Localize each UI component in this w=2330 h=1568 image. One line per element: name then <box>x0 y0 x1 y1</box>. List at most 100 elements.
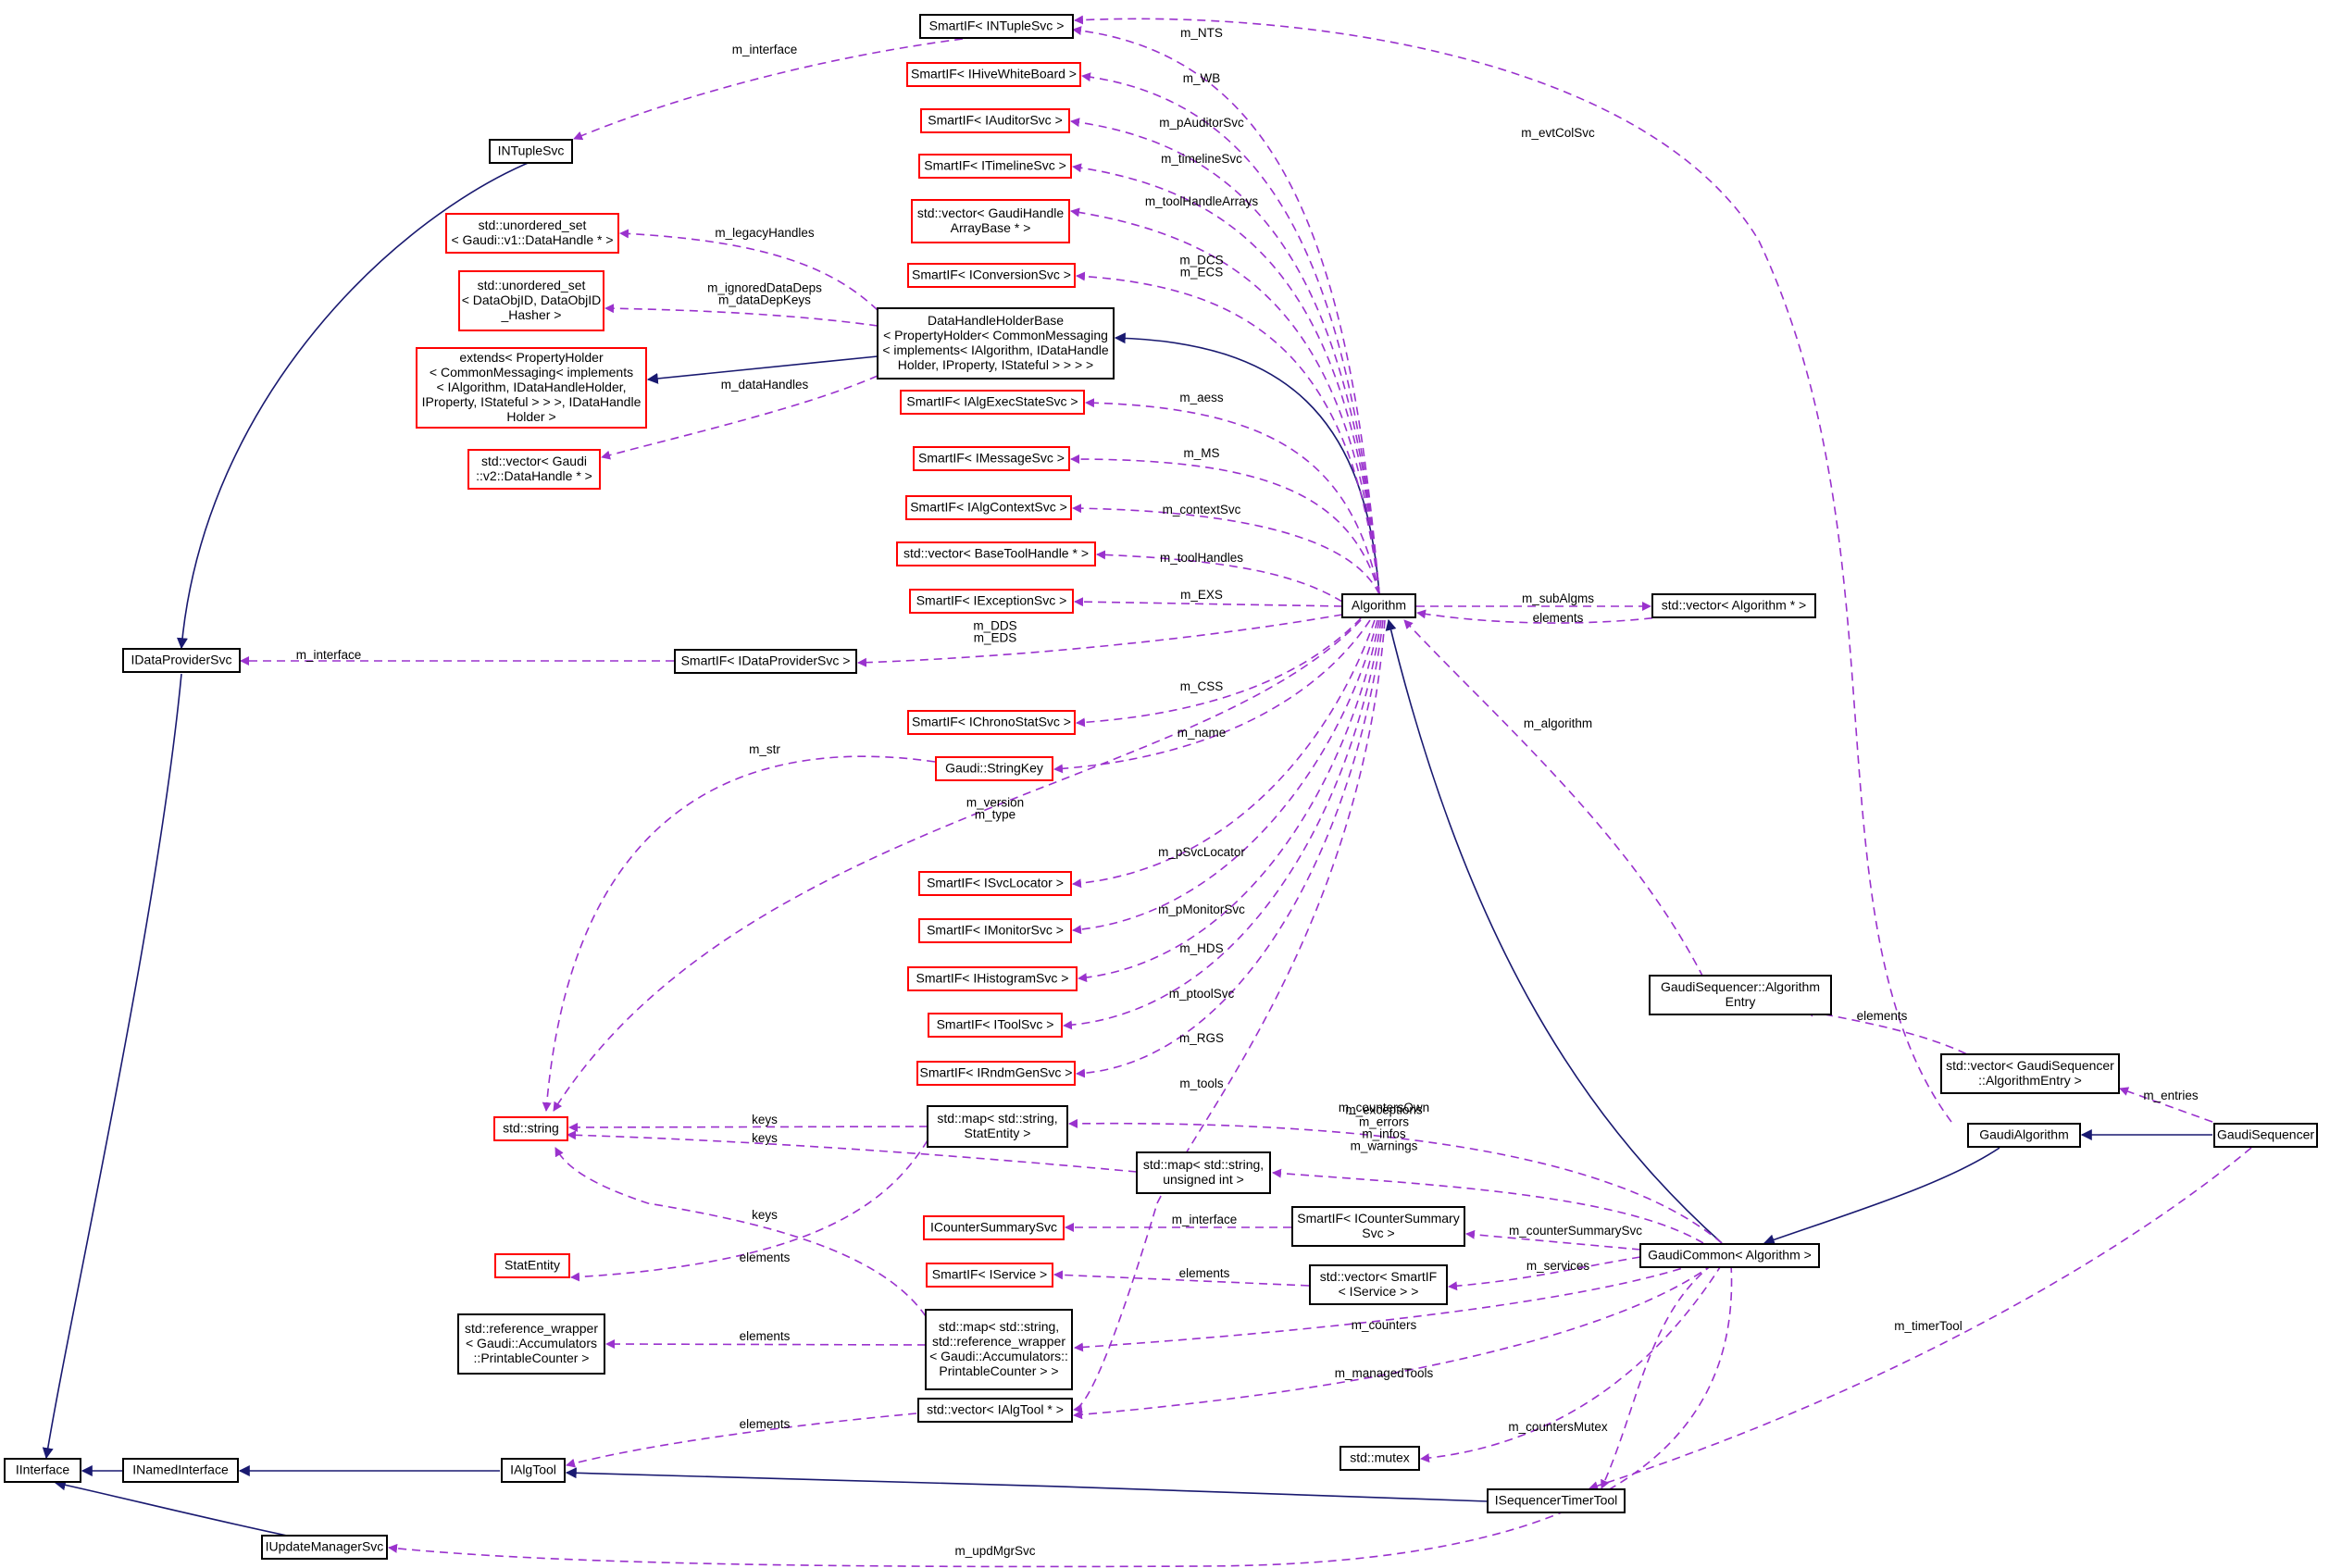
class-node-smartif-irndmgensvc[interactable]: SmartIF< IRndmGenSvc > <box>916 1061 1076 1086</box>
edge-label-line: m_dataDepKeys <box>718 293 811 307</box>
node-box <box>674 649 857 674</box>
class-node-smartif-ichronostatsvc[interactable]: SmartIF< IChronoStatSvc > <box>907 710 1076 735</box>
class-node-idataprovidersvc[interactable]: IDataProviderSvc <box>122 648 241 673</box>
class-node-map-statentity[interactable]: std::map< std::string,StatEntity > <box>927 1105 1068 1148</box>
class-node-gaudialgorithm[interactable]: GaudiAlgorithm <box>1967 1123 2081 1148</box>
edge-use-algorithm-toolhandlearrays <box>1070 207 1380 595</box>
edge-label-line: m_evtColSvc <box>1521 126 1595 140</box>
edge-label-m-nts: m_NTS <box>1180 26 1223 40</box>
class-node-map-reference-wrapper[interactable]: std::map< std::string,std::reference_wra… <box>925 1309 1073 1390</box>
class-node-smartif-isvclocator[interactable]: SmartIF< ISvcLocator > <box>918 871 1072 896</box>
edge-label-line: m_timelineSvc <box>1161 152 1242 166</box>
edge-label-line: elements <box>740 1251 791 1264</box>
edge-label-line: m_infos <box>1362 1127 1406 1141</box>
class-node-std-mutex[interactable]: std::mutex <box>1339 1446 1420 1471</box>
edge-label-m-pmonitorsvc: m_pMonitorSvc <box>1158 902 1245 916</box>
edge-label-line: m_counters <box>1352 1318 1417 1332</box>
node-box <box>877 307 1115 380</box>
class-node-smartif-ialgexecstatesvc[interactable]: SmartIF< IAlgExecStateSvc > <box>900 390 1085 415</box>
edge-label-m-toolhandlearrays: m_toolHandleArrays <box>1145 194 1259 208</box>
edge-label-elements-subalgms: elements <box>1533 611 1584 625</box>
node-label-line: std::mutex <box>1350 1450 1410 1465</box>
edge-label-line: m_str <box>749 742 780 756</box>
edge-label-elements-iservice: elements <box>1179 1266 1230 1280</box>
class-node-smartif-imonitorsvc[interactable]: SmartIF< IMonitorSvc > <box>918 918 1072 943</box>
node-box <box>906 62 1081 87</box>
class-node-std-string[interactable]: std::string <box>493 1116 568 1141</box>
class-node-smartif-itimelinesvc[interactable]: SmartIF< ITimelineSvc > <box>918 154 1072 179</box>
class-node-smartif-iconversionsvc[interactable]: SmartIF< IConversionSvc > <box>907 263 1076 288</box>
class-node-unordered-set-dataobjid[interactable]: std::unordered_set< DataObjID, DataObjID… <box>458 270 604 331</box>
class-node-ialgtool[interactable]: IAlgTool <box>501 1458 566 1483</box>
edge-label-m-tools: m_tools <box>1179 1076 1224 1090</box>
edge-use-algorithm-imessagesvc <box>1070 454 1380 595</box>
edge-label-line: keys <box>752 1131 778 1145</box>
class-node-vector-smartif-iservice[interactable]: std::vector< SmartIF< IService > > <box>1309 1264 1448 1305</box>
class-node-gaudisequencer[interactable]: GaudiSequencer <box>2213 1123 2318 1148</box>
node-label-line: Holder > <box>506 409 555 424</box>
class-node-vector-basetoolhandle[interactable]: std::vector< BaseToolHandle * > <box>896 541 1096 566</box>
edge-label-line: m_entries <box>2143 1089 2199 1102</box>
node-box <box>916 1061 1076 1086</box>
class-node-smartif-intuplesvc[interactable]: SmartIF< INTupleSvc > <box>919 14 1074 39</box>
node-label-line: < DataObjID, DataObjID <box>462 292 602 307</box>
class-node-smartif-itoolsvc[interactable]: SmartIF< IToolSvc > <box>928 1013 1063 1038</box>
class-node-intuplesvc[interactable]: INTupleSvc <box>489 139 573 164</box>
class-node-smartif-ihivewhiteboard[interactable]: SmartIF< IHiveWhiteBoard > <box>906 62 1081 87</box>
class-node-algorithm[interactable]: Algorithm <box>1341 593 1416 618</box>
class-node-gaudi-stringkey[interactable]: Gaudi::StringKey <box>935 756 1053 781</box>
node-label-line: IProperty, IStateful > > >, IDataHandle <box>422 394 642 409</box>
edge-label-line: elements <box>1533 611 1584 625</box>
node-label-line: GaudiSequencer <box>2217 1127 2314 1142</box>
edge-label-line: m_DDS <box>973 619 1016 633</box>
class-node-map-unsigned-int[interactable]: std::map< std::string,unsigned int > <box>1136 1151 1271 1194</box>
edge-label-m-evtcolsvc: m_evtColSvc <box>1521 126 1595 140</box>
class-node-icountersummarysvc[interactable]: ICounterSummarySvc <box>923 1215 1065 1240</box>
class-node-isequencertimertool[interactable]: ISequencerTimerTool <box>1487 1488 1626 1513</box>
edge-label-keys-reference: keys <box>752 1208 778 1222</box>
edge-use-algorithm-ichronostatsvc <box>1076 617 1362 728</box>
edges <box>42 15 2252 1568</box>
class-node-unordered-set-datahandle[interactable]: std::unordered_set< Gaudi::v1::DataHandl… <box>445 213 619 254</box>
edge-label-line: m_toolHandles <box>1160 551 1243 565</box>
node-label-line: std::vector< Algorithm * > <box>1662 598 1806 613</box>
class-node-smartif-iexceptionsvc[interactable]: SmartIF< IExceptionSvc > <box>909 589 1074 614</box>
edge-label-m-countersmutex: m_countersMutex <box>1508 1420 1608 1434</box>
node-box <box>1651 593 1816 618</box>
class-node-extends-propertyholder[interactable]: extends< PropertyHolder< CommonMessaging… <box>416 347 647 429</box>
edge-label-line: m_EDS <box>974 631 1017 645</box>
node-label-line: unsigned int > <box>1163 1172 1244 1187</box>
node-label-line: Holder, IProperty, IStateful > > > > <box>898 357 1093 372</box>
class-node-smartif-ihistogramsvc[interactable]: SmartIF< IHistogramSvc > <box>907 966 1078 991</box>
edge-use-map-statentity-stdstring <box>568 1122 928 1132</box>
node-label-line: SmartIF< IAlgContextSvc > <box>910 500 1067 515</box>
class-node-gaudicommon[interactable]: GaudiCommon< Algorithm > <box>1639 1243 1820 1268</box>
class-node-vector-algorithmentry[interactable]: std::vector< GaudiSequencer::AlgorithmEn… <box>1940 1053 2120 1094</box>
class-node-smartif-ialgcontextsvc[interactable]: SmartIF< IAlgContextSvc > <box>905 495 1072 520</box>
node-box <box>1136 1151 1271 1194</box>
class-node-vector-algorithm[interactable]: std::vector< Algorithm * > <box>1651 593 1816 618</box>
class-node-reference-wrapper-printablecounter[interactable]: std::reference_wrapper< Gaudi::Accumulat… <box>457 1313 605 1375</box>
class-node-smartif-imessagesvc[interactable]: SmartIF< IMessageSvc > <box>913 446 1070 471</box>
edge-label-m-datahandles: m_dataHandles <box>721 378 809 392</box>
node-box <box>925 1309 1073 1390</box>
node-label-line: < IService > > <box>1339 1284 1419 1299</box>
edge-inherit-datahandleholder-extends <box>646 355 878 384</box>
edge-use-algorithm-itoolsvc <box>1063 619 1382 1030</box>
class-node-datahandleholderbase[interactable]: DataHandleHolderBase< PropertyHolder< Co… <box>877 307 1115 380</box>
class-node-statentity[interactable]: StatEntity <box>494 1253 570 1278</box>
class-node-iupdatemanagersvc[interactable]: IUpdateManagerSvc <box>261 1535 388 1560</box>
class-node-smartif-iauditorsvc[interactable]: SmartIF< IAuditorSvc > <box>920 108 1070 133</box>
class-node-iinterface[interactable]: IInterface <box>4 1458 81 1483</box>
node-label-line: SmartIF< ISvcLocator > <box>927 876 1064 890</box>
class-node-vector-ialgtool[interactable]: std::vector< IAlgTool * > <box>917 1398 1073 1423</box>
class-node-smartif-icountersummarysvc[interactable]: SmartIF< ICounterSummarySvc > <box>1291 1206 1465 1247</box>
class-node-gaudisequencer-algorithmentry[interactable]: GaudiSequencer::AlgorithmEntry <box>1649 975 1832 1015</box>
class-node-inamedinterface[interactable]: INamedInterface <box>122 1458 239 1483</box>
edge-use-gaudicommon-map-unsigned <box>1272 1168 1704 1244</box>
class-node-smartif-iservice[interactable]: SmartIF< IService > <box>926 1263 1053 1288</box>
class-node-smartif-idataprovidersvc[interactable]: SmartIF< IDataProviderSvc > <box>674 649 857 674</box>
class-node-vector-gaudi-v2-datahandle[interactable]: std::vector< Gaudi::v2::DataHandle * > <box>467 449 601 490</box>
